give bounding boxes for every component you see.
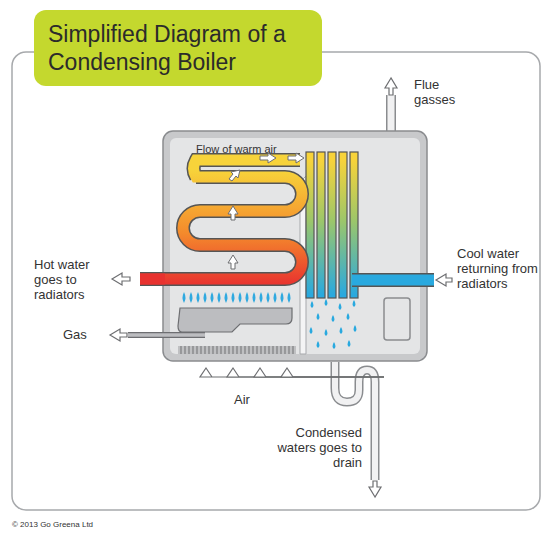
copyright: © 2013 Go Greena Ltd bbox=[12, 520, 212, 530]
hot-water-label: Hot water goes to radiators bbox=[34, 257, 110, 302]
warm-air-label: Flow of warm air bbox=[196, 143, 306, 156]
drain-label: Condensed waters goes to drain bbox=[270, 425, 362, 470]
cool-water-label: Cool water returning from radiators bbox=[457, 246, 545, 291]
air-label: Air bbox=[234, 392, 274, 407]
title: Simplified Diagram of a Condensing Boile… bbox=[48, 20, 308, 76]
flue-label: Flue gasses bbox=[414, 77, 476, 107]
title-box: Simplified Diagram of a Condensing Boile… bbox=[34, 10, 322, 86]
gas-label: Gas bbox=[63, 327, 108, 342]
